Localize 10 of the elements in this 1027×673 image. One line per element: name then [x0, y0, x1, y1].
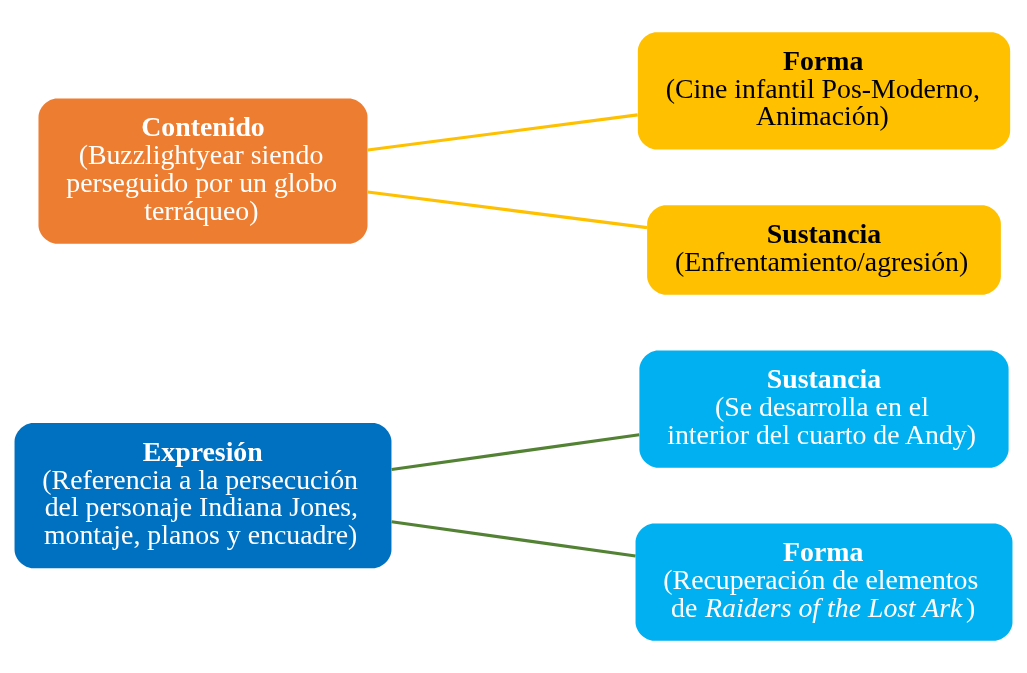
connector: [367, 190, 648, 230]
node-box: Sustancia (Se desarrolla en el interior del cuarto de Andy): [639, 350, 1009, 468]
node-box: Forma (Recuperación de elementos de Raiders of the Lost Ark): [635, 523, 1013, 641]
connector: [367, 113, 638, 152]
node-box: Sustancia (Enfrentamiento/agresión): [647, 205, 1001, 295]
connector: [391, 520, 636, 558]
node-box: Forma (Cine infantil Pos-Moderno, Animación): [637, 32, 1011, 150]
node-box: Contenido (Buzzlightyear siendo perseguido por un globo terráqueo): [38, 98, 368, 244]
node-box: Expresión (Referencia a la persecución del personaje Indiana Jones, montaje, planos y encuadre): [14, 423, 392, 569]
connector: [391, 433, 640, 471]
